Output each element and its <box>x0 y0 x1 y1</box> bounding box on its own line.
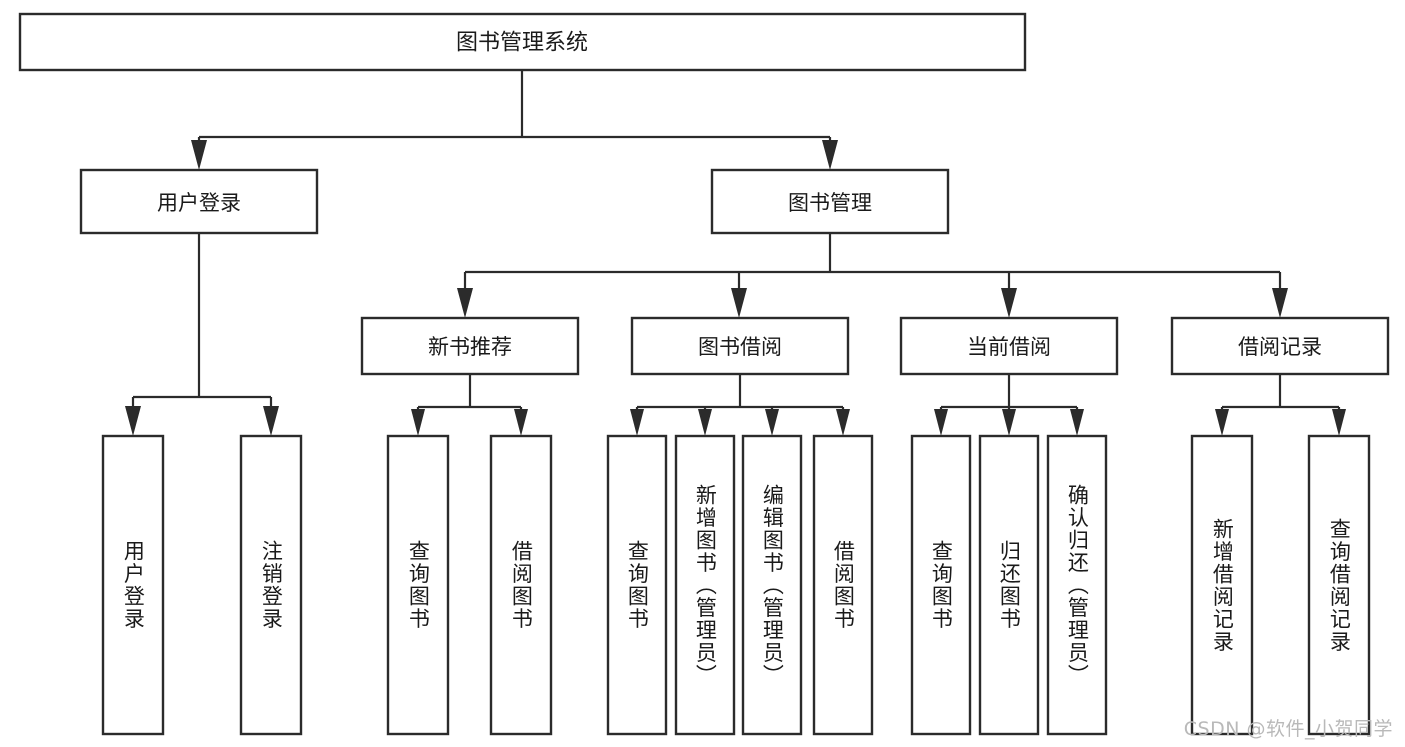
node-book-borrow[interactable]: 图书借阅 <box>630 316 850 376</box>
arrow-head-icon <box>1215 409 1229 436</box>
leaf-box-add-book[interactable] <box>674 434 736 736</box>
arrow-head-icon <box>1272 288 1288 318</box>
node-user-login[interactable]: 用户登录 <box>79 168 319 235</box>
node-book-borrow-label: 图书借阅 <box>698 335 782 359</box>
leaf-box-confirm-return[interactable] <box>1046 434 1108 736</box>
leaf-box-query-book-3[interactable] <box>910 434 972 736</box>
arrow-head-icon <box>125 406 141 436</box>
arrow-head-icon <box>1070 409 1084 436</box>
connector-root-to-level2 <box>191 70 838 170</box>
leaf-box-logout[interactable] <box>239 434 303 736</box>
node-book-management-label: 图书管理 <box>788 191 872 215</box>
arrow-head-icon <box>263 406 279 436</box>
leaf-box-borrow-book-2[interactable] <box>812 434 874 736</box>
arrow-head-icon <box>191 140 207 170</box>
arrow-head-icon <box>765 409 779 436</box>
leaf-box-return-book[interactable] <box>978 434 1040 736</box>
arrow-head-icon <box>1001 288 1017 318</box>
node-current-borrow-box[interactable] <box>899 316 1119 376</box>
node-borrow-record-label: 借阅记录 <box>1238 335 1322 359</box>
arrow-head-icon <box>411 409 425 436</box>
node-new-book-recommend[interactable]: 新书推荐 <box>360 316 580 376</box>
node-user-login-box[interactable] <box>79 168 319 235</box>
connector-book-management-to-level3 <box>457 233 1288 318</box>
node-root[interactable]: 图书管理系统 <box>18 12 1027 72</box>
connector-book-borrow-to-leaves <box>630 374 850 436</box>
leaf-box-query-borrow-record[interactable] <box>1307 434 1371 736</box>
arrow-head-icon <box>1332 409 1346 436</box>
node-current-borrow-label: 当前借阅 <box>967 335 1051 359</box>
arrow-head-icon <box>836 409 850 436</box>
arrow-head-icon <box>1002 409 1016 436</box>
leaf-box-edit-book[interactable] <box>741 434 803 736</box>
arrow-head-icon <box>630 409 644 436</box>
leaf-box-add-borrow-record[interactable] <box>1190 434 1254 736</box>
watermark-text: CSDN @软件_小贺同学 <box>1183 718 1393 740</box>
node-new-book-recommend-label: 新书推荐 <box>428 335 512 359</box>
connector-current-borrow-to-leaves <box>934 374 1084 436</box>
node-root-box[interactable] <box>18 12 1027 72</box>
arrow-head-icon <box>514 409 528 436</box>
node-book-management[interactable]: 图书管理 <box>710 168 950 235</box>
node-borrow-record[interactable]: 借阅记录 <box>1170 316 1390 376</box>
arrow-head-icon <box>698 409 712 436</box>
node-new-book-recommend-box[interactable] <box>360 316 580 376</box>
arrow-head-icon <box>731 288 747 318</box>
arrow-head-icon <box>457 288 473 318</box>
node-user-login-label: 用户登录 <box>157 191 241 215</box>
node-current-borrow[interactable]: 当前借阅 <box>899 316 1119 376</box>
connector-borrow-record-to-leaves <box>1215 374 1346 436</box>
arrow-head-icon <box>934 409 948 436</box>
leaf-box-borrow-book-1[interactable] <box>489 434 553 736</box>
leaf-box-query-book-2[interactable] <box>606 434 668 736</box>
connector-new-book-recommend-to-leaves <box>411 374 528 436</box>
node-root-label: 图书管理系统 <box>456 31 588 56</box>
connector-user-login-to-leaves <box>125 233 279 436</box>
leaf-boxes <box>101 434 1371 736</box>
leaf-box-user-login[interactable] <box>101 434 165 736</box>
arrow-head-icon <box>822 140 838 170</box>
leaf-box-query-book-1[interactable] <box>386 434 450 736</box>
